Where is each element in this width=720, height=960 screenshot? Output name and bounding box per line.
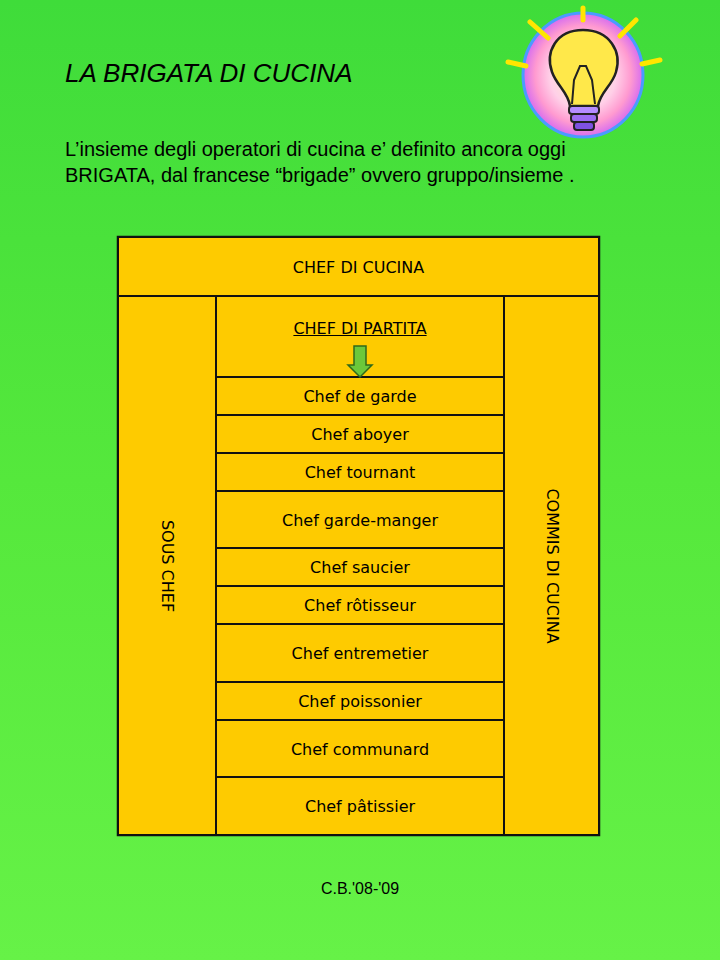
role-cell: Chef rôtisseur: [216, 586, 504, 624]
role-label: Chef de garde: [303, 387, 416, 406]
role-label: Chef poissonier: [298, 692, 422, 711]
role-cell: SOUS CHEF: [118, 296, 216, 835]
role-label: COMMIS DI CUCINA: [542, 488, 561, 643]
role-label: Chef rôtisseur: [304, 596, 416, 615]
role-cell: Chef poissonier: [216, 682, 504, 720]
role-cell: COMMIS DI CUCINA: [504, 296, 599, 835]
role-label: CHEF DI CUCINA: [293, 257, 424, 276]
role-cell: Chef entremetier: [216, 624, 504, 682]
role-cell: CHEF DI PARTITA: [216, 296, 504, 377]
role-label: Chef pâtissier: [305, 797, 415, 816]
role-cell: Chef saucier: [216, 548, 504, 586]
role-label: Chef saucier: [310, 558, 410, 577]
role-cell: Chef garde-manger: [216, 491, 504, 548]
role-cell: Chef pâtissier: [216, 777, 504, 835]
page-title: LA BRIGATA DI CUCINA: [65, 58, 353, 89]
table-frame: [118, 237, 599, 835]
role-cell: Chef tournant: [216, 453, 504, 491]
role-label: Chef garde-manger: [282, 510, 438, 529]
role-cell: Chef communard: [216, 720, 504, 777]
role-label: Chef communard: [291, 739, 429, 758]
role-cell: CHEF DI CUCINA: [118, 237, 599, 296]
role-cell: Chef de garde: [216, 377, 504, 415]
intro-note: L’insieme degli operatori di cucina e’ d…: [65, 136, 635, 188]
caption: C.B.'08-'09: [0, 880, 720, 898]
lightbulb-icon: [508, 8, 660, 137]
role-label: Chef entremetier: [292, 644, 429, 663]
role-cell: Chef aboyer: [216, 415, 504, 453]
role-label: SOUS CHEF: [158, 519, 177, 611]
role-label: Chef aboyer: [311, 425, 409, 444]
role-label: Chef tournant: [305, 463, 416, 482]
role-label: CHEF DI PARTITA: [293, 319, 426, 338]
